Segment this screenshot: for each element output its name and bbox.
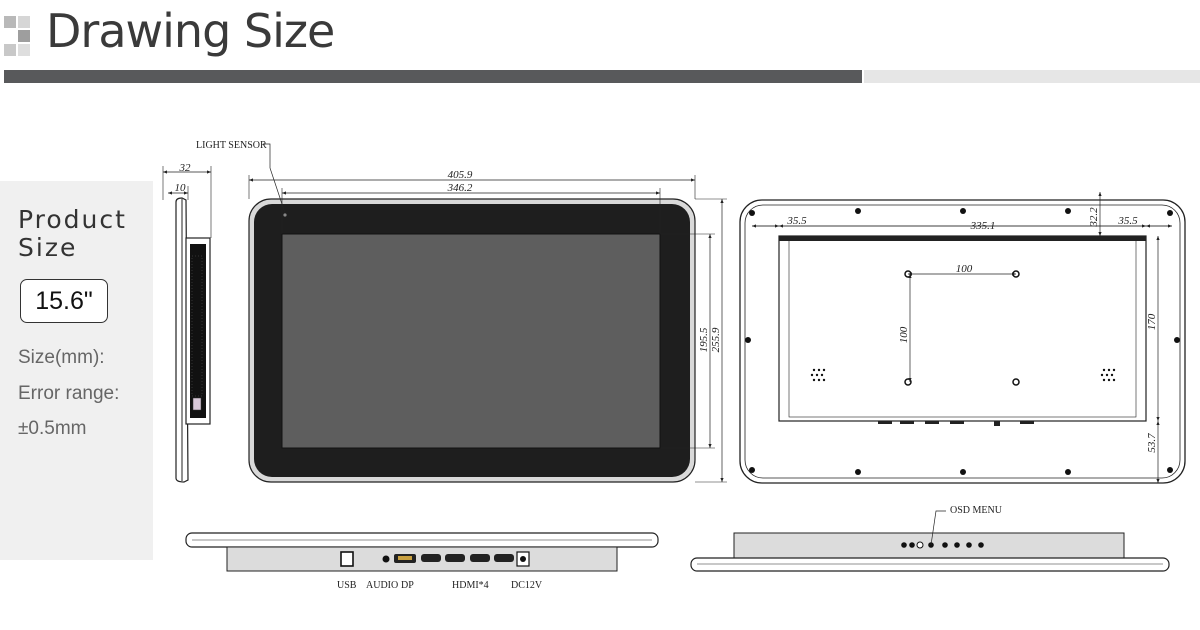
header-bar-dark <box>4 70 862 83</box>
size-badge: 15.6" <box>20 279 108 323</box>
dim-overall-width: 405.9 <box>448 169 473 181</box>
side-view: 32 10 <box>162 162 212 483</box>
light-sensor-label: LIGHT SENSOR <box>196 140 267 151</box>
top-view: OSD MENU <box>690 505 1170 572</box>
header-logo-icon <box>4 16 30 56</box>
dim-housing-width: 335.1 <box>970 220 996 232</box>
bottom-view: USB AUDIO DP HDMI*4 DC12V <box>185 532 659 591</box>
port-label-hdmi: HDMI*4 <box>452 580 489 591</box>
dim-depth-thin: 10 <box>175 182 187 194</box>
dim-screen-height: 195.5 <box>698 327 710 352</box>
osd-menu-label: OSD MENU <box>950 505 1003 516</box>
dim-offset-right: 35.5 <box>1117 215 1138 227</box>
side-panel <box>0 181 153 560</box>
port-label-audio: AUDIO <box>366 580 398 591</box>
back-view: 35.5 335.1 35.5 32.2 100 100 170 53.7 <box>739 192 1186 484</box>
dim-offset-bottom: 53.7 <box>1146 433 1158 453</box>
port-label-dp: DP <box>401 580 414 591</box>
dim-depth-total: 32 <box>179 162 192 174</box>
front-view: LIGHT SENSOR 405.9 346.2 195.5 255.9 <box>196 140 727 483</box>
dim-screen-width: 346.2 <box>447 182 473 194</box>
dim-vesa-vertical: 100 <box>898 326 910 343</box>
port-label-dc: DC12V <box>511 580 543 591</box>
dim-offset-top: 32.2 <box>1088 207 1100 228</box>
port-label-usb: USB <box>337 580 357 591</box>
dim-overall-height: 255.9 <box>710 327 722 352</box>
page-title: Drawing Size <box>46 4 335 58</box>
dim-offset-left: 35.5 <box>786 215 807 227</box>
dim-vesa-horizontal: 100 <box>956 263 973 275</box>
product-size-label: Product Size <box>18 205 127 262</box>
dim-housing-height: 170 <box>1146 313 1158 330</box>
header-bar-light <box>864 70 1200 83</box>
unit-label: Size(mm): <box>18 347 105 368</box>
error-range-value: ±0.5mm <box>18 418 87 439</box>
error-range-label: Error range: <box>18 383 120 404</box>
